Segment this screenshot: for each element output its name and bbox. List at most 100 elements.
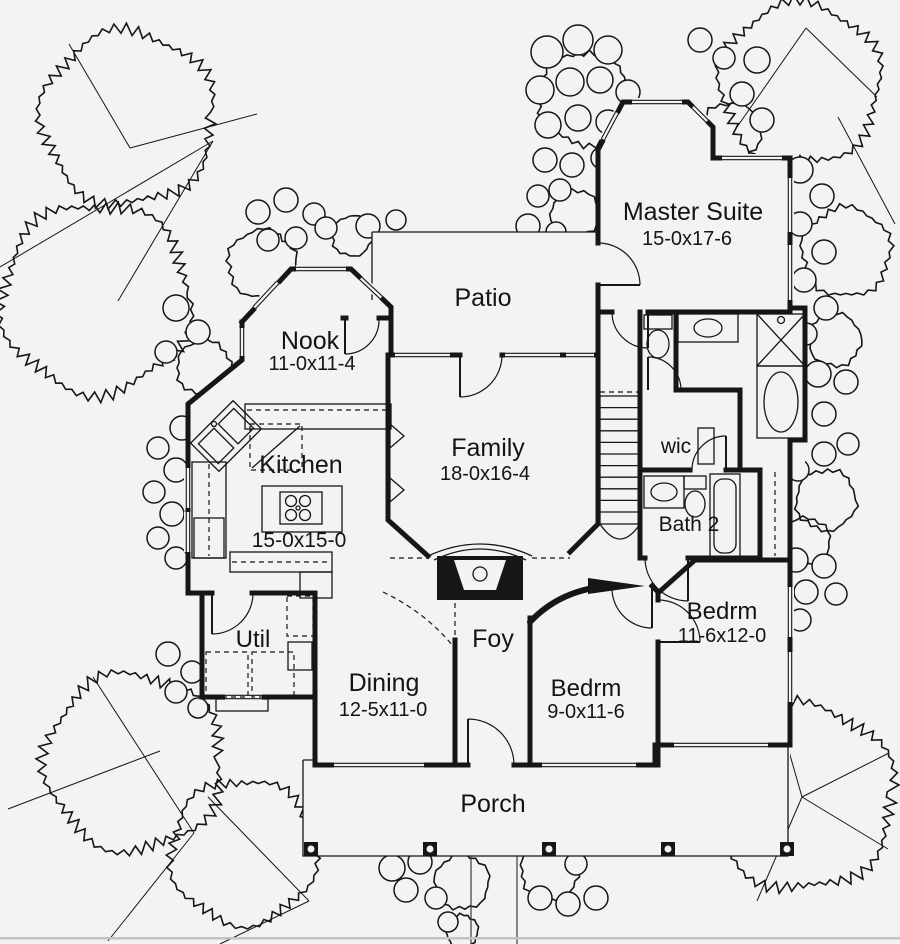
master-vanity — [677, 313, 739, 343]
shrub — [811, 239, 837, 265]
dryer — [251, 651, 295, 698]
shrub — [564, 104, 592, 132]
shrub — [555, 891, 581, 917]
master-right-window-2 — [786, 245, 794, 300]
foyer-label: Foy — [472, 625, 514, 653]
shrub — [527, 885, 553, 911]
bath2-label: Bath 2 — [659, 513, 720, 536]
shrub — [743, 46, 771, 74]
family-patio-window-right — [566, 351, 594, 359]
master-suite-door — [597, 242, 641, 286]
kitchen-fixtures — [189, 399, 392, 599]
oven — [299, 571, 333, 599]
bath2-door — [644, 557, 689, 602]
shrub — [378, 854, 406, 882]
master-suite-dims: 15-0x17-6 — [642, 228, 732, 250]
shrub — [833, 369, 859, 395]
tree-canopy — [714, 0, 885, 169]
shrub — [555, 67, 585, 97]
shrub — [256, 228, 280, 252]
shrub — [559, 152, 585, 178]
wic-dresser — [697, 427, 715, 465]
staircase — [599, 395, 641, 540]
shrub — [687, 27, 713, 53]
front-walkway — [470, 856, 518, 944]
bath2-fixtures — [643, 473, 741, 559]
shrub — [712, 46, 736, 70]
tree-branch-line — [801, 752, 890, 798]
master-toilet — [643, 314, 673, 359]
nook-label: Nook — [281, 327, 340, 355]
tree-canopy — [808, 311, 863, 369]
master-bay-window-left — [599, 110, 621, 142]
shrub — [164, 546, 188, 570]
shrub — [593, 35, 623, 65]
dining-front-window — [334, 761, 424, 769]
patio-family-door — [459, 354, 503, 398]
shrub — [162, 294, 190, 322]
nook-patio-door — [344, 319, 380, 355]
doors — [211, 242, 727, 766]
shrub — [245, 199, 271, 225]
util-label: Util — [236, 626, 271, 653]
shrub — [155, 641, 181, 667]
tree-branch-line — [0, 140, 214, 268]
fireplace — [427, 543, 533, 600]
shrub — [791, 267, 817, 293]
cooktop — [279, 491, 323, 525]
wic-door — [691, 435, 727, 471]
shrub — [586, 66, 614, 94]
dining-arch — [382, 591, 454, 647]
bedroom-right-front-window — [674, 741, 768, 749]
shrub — [526, 184, 550, 208]
kitchen-dims: 15-0x15-0 — [252, 529, 347, 552]
nook-bay-window-right — [358, 275, 384, 301]
refrigerator — [193, 517, 225, 559]
tree-branch-line — [837, 116, 896, 225]
porch-column — [423, 842, 437, 856]
kitchen-label: Kitchen — [259, 451, 342, 479]
shrub — [164, 680, 188, 704]
tree-canopy — [0, 200, 195, 405]
utility-fixtures — [205, 595, 314, 698]
shrub — [284, 226, 308, 250]
porch-columns — [304, 842, 794, 856]
util-door — [211, 592, 254, 635]
dining-label: Dining — [349, 669, 420, 697]
shrub — [159, 501, 185, 527]
shrub — [142, 480, 166, 504]
understair-curve — [599, 523, 641, 540]
kitchen-left-window-2 — [184, 512, 192, 552]
porch-column — [304, 842, 318, 856]
tree-branch-line — [801, 796, 889, 850]
kitchen-south-counter — [229, 551, 333, 573]
corner-sink — [189, 399, 263, 473]
shrub — [154, 340, 178, 364]
shrub — [437, 911, 459, 933]
tree-canopy — [433, 851, 491, 911]
bedroom-right-door — [657, 599, 701, 643]
family-dims: 18-0x16-4 — [440, 463, 530, 485]
bedroom-right-dims: 11-6x12-0 — [678, 625, 767, 647]
nook-dims: 11-0x11-4 — [268, 353, 355, 375]
exterior-walls — [185, 99, 808, 768]
shrub — [530, 35, 564, 69]
bedroom-right-label: Bedrm — [687, 598, 758, 625]
tree-canopy — [34, 21, 218, 211]
tree-branch-line — [207, 796, 310, 902]
shrub — [562, 24, 594, 56]
tree-branch-line — [68, 43, 131, 149]
shrub — [813, 295, 839, 321]
shrub — [729, 81, 755, 107]
util-cabinet — [286, 595, 314, 637]
master-right-window-1 — [786, 178, 794, 232]
porch-column — [542, 842, 556, 856]
family-patio-window-mid — [505, 351, 560, 359]
shrub — [534, 111, 562, 139]
shrub — [393, 877, 419, 903]
shrub — [146, 436, 170, 460]
nook-bay-window — [296, 265, 346, 273]
shrub — [548, 178, 572, 202]
hall-wall-wedge — [588, 578, 645, 594]
